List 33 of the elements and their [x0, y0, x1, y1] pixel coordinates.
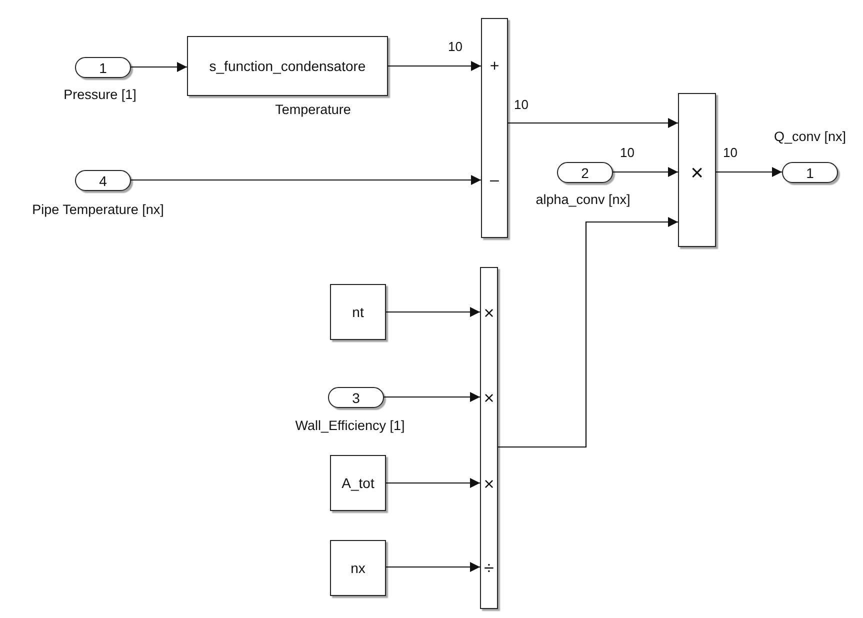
- block-caption: Pressure [1]: [64, 88, 136, 103]
- function-block: nt: [330, 284, 386, 340]
- edge-label: 10: [513, 98, 530, 111]
- port-block: 1: [782, 162, 838, 183]
- operator-block: ×: [678, 93, 716, 247]
- operator-block: × × × ÷: [480, 267, 498, 609]
- signal-arrow: [716, 167, 782, 177]
- port-block: 4: [75, 170, 131, 191]
- port-block: 1: [75, 57, 131, 78]
- signal-arrow: [388, 61, 481, 71]
- port-block: 2: [557, 162, 613, 183]
- signal-arrow: [613, 167, 678, 177]
- signal-arrow: [384, 392, 480, 402]
- signal-arrow: [131, 62, 187, 72]
- function-block: nx: [330, 540, 386, 596]
- operator-block: + –: [481, 18, 508, 238]
- signal-arrow: [386, 562, 480, 572]
- block-caption: Pipe Temperature [nx]: [32, 203, 164, 218]
- signal-arrow: [131, 175, 481, 185]
- function-block: A_tot: [330, 455, 386, 511]
- signal-arrow: [508, 118, 678, 128]
- signal-arrow: [386, 307, 480, 317]
- function-block: s_function_condensatore: [187, 36, 388, 96]
- edge-label: 10: [619, 146, 636, 159]
- edge-label: 10: [447, 40, 464, 53]
- port-block: 3: [328, 387, 384, 408]
- block-caption: Q_conv [nx]: [774, 130, 846, 145]
- signal-arrow: [498, 217, 678, 448]
- edge-label: 10: [722, 146, 738, 159]
- block-caption: alpha_conv [nx]: [536, 193, 630, 208]
- block-caption: Temperature: [275, 103, 351, 118]
- block-caption: Wall_Efficiency [1]: [295, 419, 405, 434]
- signal-arrow: [386, 478, 480, 488]
